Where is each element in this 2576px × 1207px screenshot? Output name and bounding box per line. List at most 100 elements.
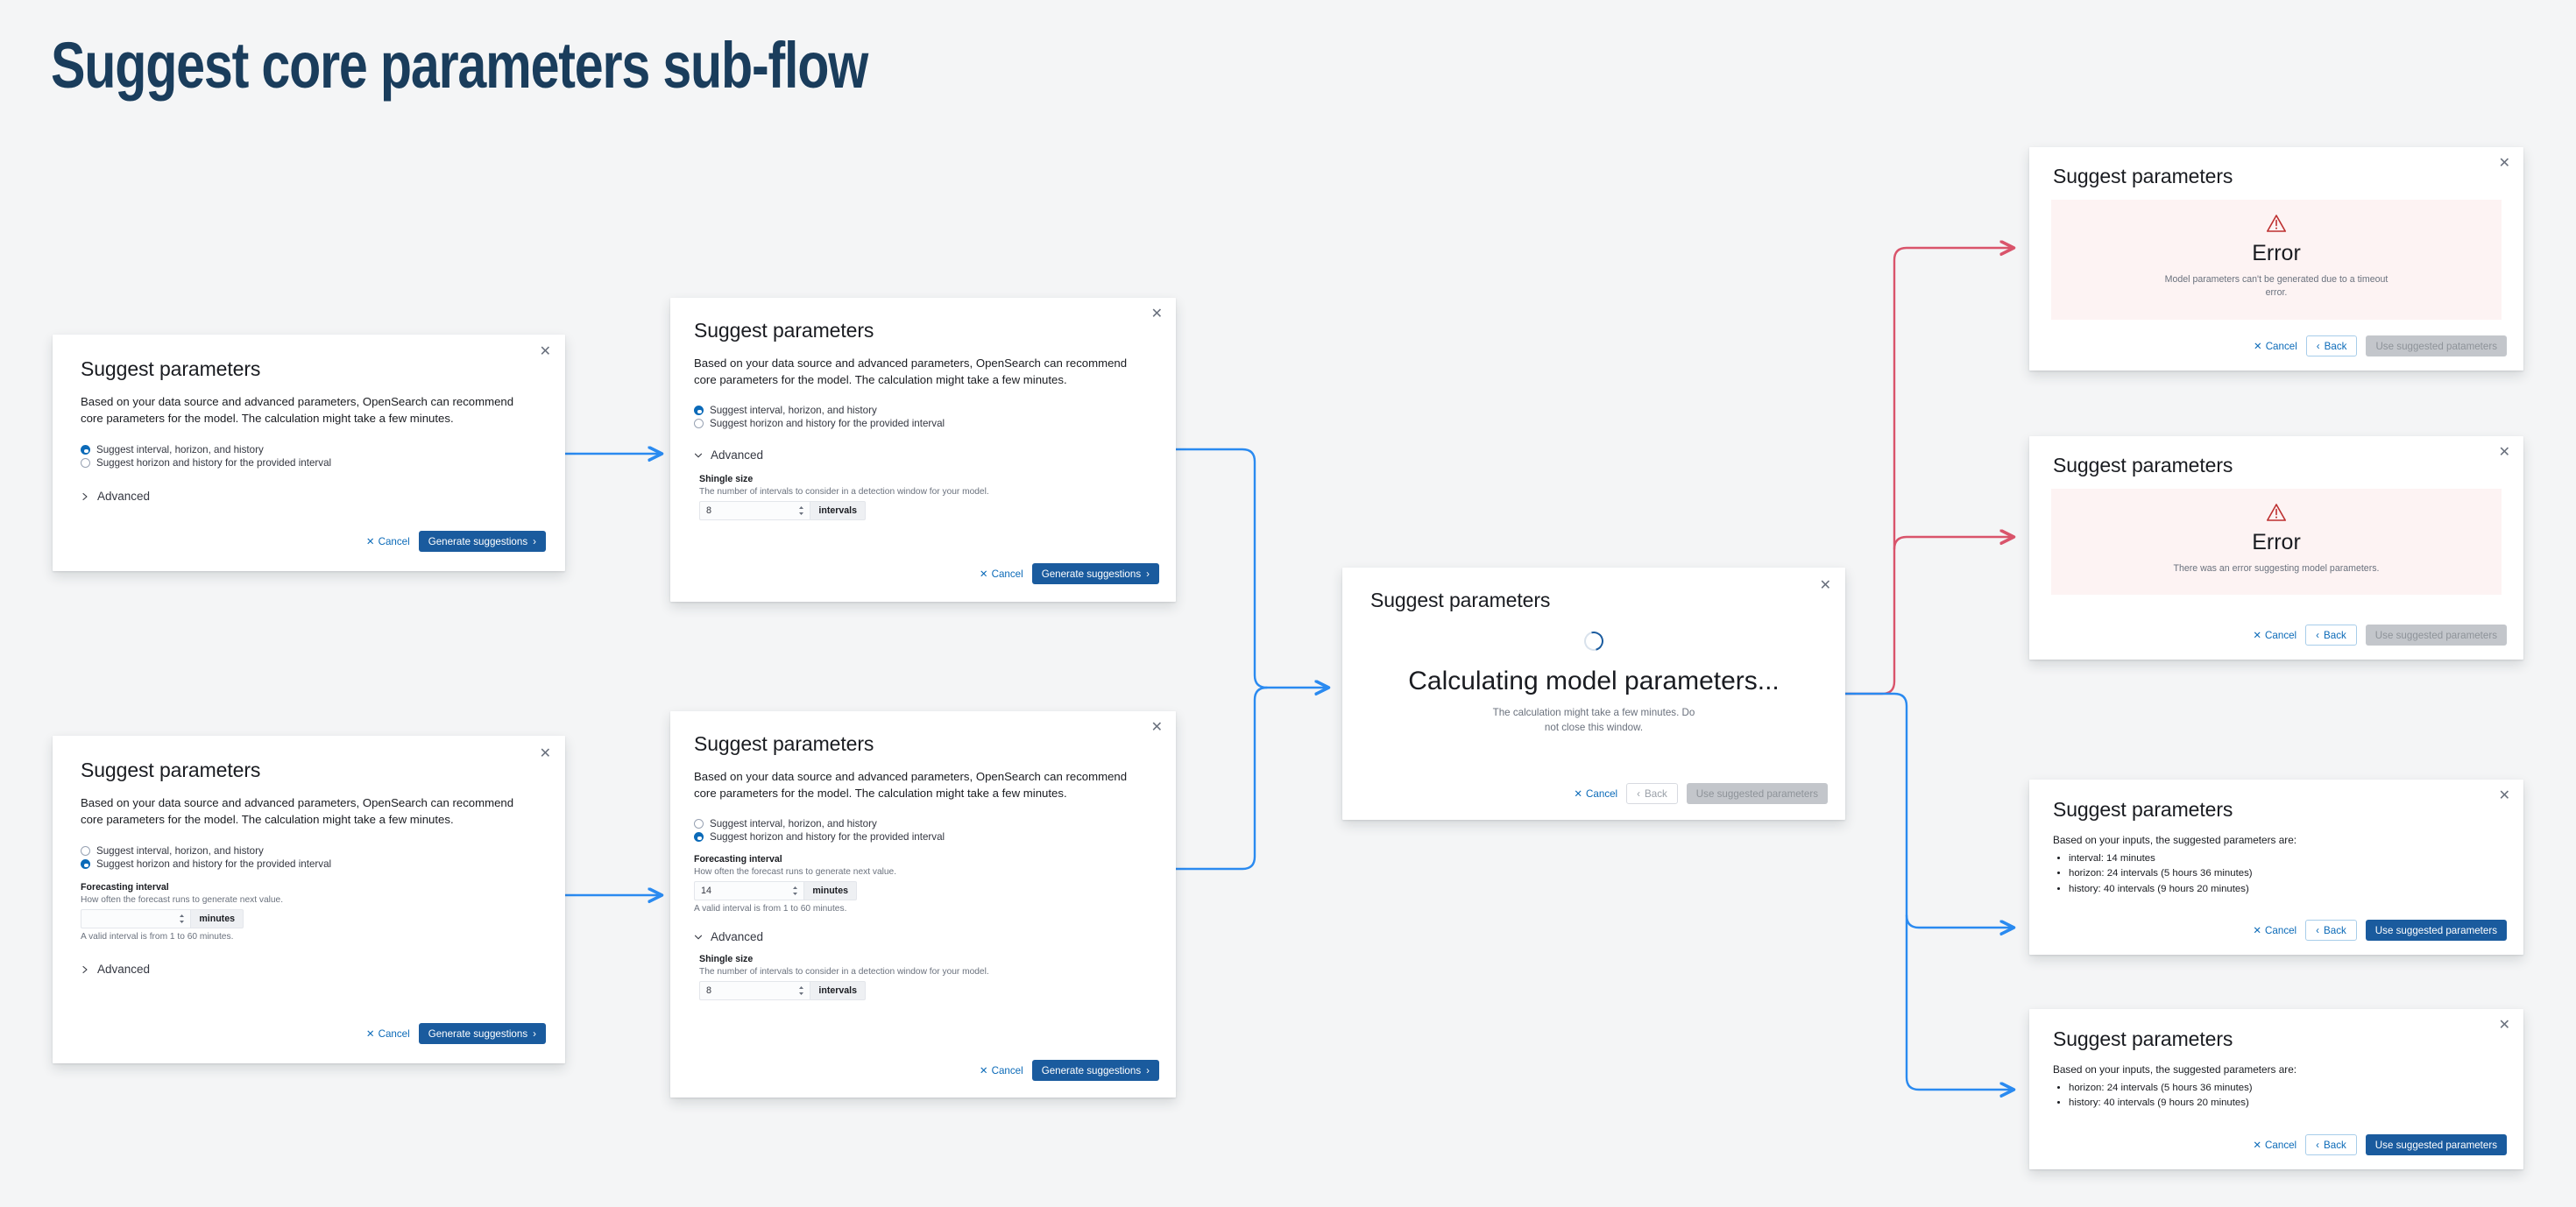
use-suggested-parameters-button[interactable]: Use suggested parameters	[2365, 1134, 2507, 1155]
shingle-size-label: Shingle size	[699, 474, 754, 485]
dialog-description: Based on your data source and advanced p…	[81, 395, 514, 425]
generate-suggestions-button[interactable]: Generate suggestions ›	[418, 531, 546, 552]
radio-label: Suggest horizon and history for the prov…	[96, 457, 332, 469]
radio-option-horizon-history-provided[interactable]: Suggest horizon and history for the prov…	[694, 418, 1151, 429]
use-suggested-label: Use suggested patameters	[2375, 340, 2497, 352]
generate-label: Generate suggestions	[428, 1027, 528, 1040]
suggest-parameters-step2-card: ✕ Suggest parameters Based on your data …	[670, 298, 1176, 602]
cancel-button[interactable]: ✕ Cancel	[365, 1027, 410, 1041]
list-item: history: 40 intervals (9 hours 20 minute…	[2069, 882, 2499, 898]
forecasting-interval-input[interactable]: 14	[694, 881, 804, 901]
radio-icon-selected	[81, 445, 90, 455]
chevron-left-icon: ‹	[2316, 629, 2320, 641]
close-icon[interactable]: ✕	[539, 344, 551, 359]
close-icon: ✕	[2253, 341, 2262, 352]
cancel-button[interactable]: ✕ Cancel	[2253, 340, 2297, 353]
stepper-updown-icon[interactable]	[179, 914, 185, 924]
list-item: horizon: 24 intervals (5 hours 36 minute…	[2069, 1081, 2499, 1097]
radio-icon-selected	[694, 406, 704, 416]
close-icon[interactable]: ✕	[539, 746, 551, 761]
close-icon: ✕	[365, 1028, 375, 1040]
shingle-size-help: The number of intervals to consider in a…	[699, 487, 989, 498]
radio-label: Suggest interval, horizon, and history	[96, 444, 264, 456]
forecasting-interval-input[interactable]	[81, 909, 191, 929]
forecasting-interval-help: How often the forecast runs to generate …	[694, 867, 897, 878]
generate-suggestions-button[interactable]: Generate suggestions ›	[1031, 563, 1159, 584]
radio-label: Suggest interval, horizon, and history	[96, 845, 264, 858]
radio-label: Suggest horizon and history for the prov…	[710, 418, 945, 430]
close-icon: ✕	[365, 536, 375, 547]
page-title: Suggest core parameters sub-flow	[51, 29, 868, 102]
dialog-title: Suggest parameters	[2053, 1027, 2233, 1050]
back-button[interactable]: ‹ Back	[2305, 1134, 2357, 1155]
chevron-right-icon	[82, 965, 88, 974]
cancel-label: Cancel	[2265, 1139, 2297, 1151]
close-icon: ✕	[979, 568, 988, 580]
back-label: Back	[2324, 629, 2346, 641]
cancel-button[interactable]: ✕ Cancel	[2253, 1139, 2297, 1152]
cancel-button[interactable]: ✕ Cancel	[979, 1064, 1023, 1077]
cancel-button[interactable]: ✕ Cancel	[1574, 787, 1617, 801]
use-suggested-label: Use suggested parameters	[2374, 1139, 2497, 1151]
loading-spinner-icon	[1580, 627, 1608, 655]
radio-option-horizon-history-provided[interactable]: Suggest horizon and history for the prov…	[81, 457, 539, 469]
stepper-updown-icon[interactable]	[798, 505, 804, 516]
suggest-parameters-step1-card: ✕ Suggest parameters Based on your data …	[53, 335, 565, 571]
back-button[interactable]: ‹ Back	[2305, 335, 2358, 356]
suggest-parameters-result-full-card: ✕ Suggest parameters Based on your input…	[2029, 780, 2523, 955]
close-icon[interactable]: ✕	[2498, 788, 2510, 803]
cancel-button[interactable]: ✕ Cancel	[2253, 629, 2296, 642]
suggest-parameters-error-timeout-card: ✕ Suggest parameters Error Model paramet…	[2029, 147, 2523, 371]
chevron-down-icon	[694, 453, 703, 458]
radio-option-interval-horizon-history[interactable]: Suggest interval, horizon, and history	[694, 818, 1151, 829]
forecasting-interval-hint: A valid interval is from 1 to 60 minutes…	[694, 904, 847, 914]
dialog-description: Based on your data source and advanced p…	[694, 770, 1128, 800]
close-icon: ✕	[979, 1065, 988, 1076]
error-panel: Error Model parameters can't be generate…	[2051, 200, 2502, 320]
use-suggested-label: Use suggested parameters	[2374, 629, 2497, 641]
back-button[interactable]: ‹ Back	[2305, 920, 2357, 941]
forecasting-interval-unit: minutes	[190, 909, 244, 929]
dialog-description: Based on your data source and advanced p…	[81, 796, 514, 826]
shingle-size-input[interactable]: 8	[699, 501, 810, 521]
close-icon[interactable]: ✕	[2498, 156, 2510, 171]
cancel-button[interactable]: ✕ Cancel	[2253, 924, 2296, 937]
chevron-right-icon: ›	[533, 535, 536, 547]
shingle-size-input[interactable]: 8	[699, 981, 810, 1001]
use-suggested-parameters-button: Use suggested patameters	[2366, 335, 2507, 356]
generate-suggestions-button[interactable]: Generate suggestions ›	[418, 1023, 546, 1044]
advanced-accordion-expanded[interactable]: Advanced	[694, 448, 1151, 462]
advanced-accordion-expanded[interactable]: Advanced	[694, 930, 1151, 943]
use-suggested-parameters-button: Use suggested parameters	[1686, 783, 1828, 804]
radio-option-horizon-history-provided[interactable]: Suggest horizon and history for the prov…	[694, 831, 1151, 843]
radio-option-horizon-history-provided[interactable]: Suggest horizon and history for the prov…	[81, 858, 539, 870]
back-button[interactable]: ‹ Back	[2305, 625, 2357, 646]
cancel-label: Cancel	[991, 1064, 1023, 1076]
close-icon[interactable]: ✕	[2498, 445, 2510, 460]
close-icon[interactable]: ✕	[1150, 307, 1163, 321]
cancel-button[interactable]: ✕ Cancel	[979, 568, 1023, 581]
radio-icon-selected	[694, 832, 704, 843]
stepper-updown-icon[interactable]	[792, 886, 798, 896]
generate-suggestions-button[interactable]: Generate suggestions ›	[1031, 1060, 1159, 1081]
cancel-button[interactable]: ✕ Cancel	[365, 535, 410, 548]
close-icon[interactable]: ✕	[1150, 720, 1163, 735]
cancel-label: Cancel	[2265, 340, 2297, 352]
radio-icon-unselected	[81, 846, 90, 857]
back-label: Back	[1645, 787, 1667, 800]
radio-option-interval-horizon-history[interactable]: Suggest interval, horizon, and history	[81, 444, 539, 455]
advanced-accordion-collapsed[interactable]: Advanced	[81, 963, 539, 976]
use-suggested-parameters-button[interactable]: Use suggested parameters	[2365, 920, 2507, 941]
dialog-title: Suggest parameters	[81, 759, 261, 781]
error-heading: Error	[2252, 241, 2301, 265]
stepper-updown-icon[interactable]	[798, 985, 804, 996]
radio-option-interval-horizon-history[interactable]: Suggest interval, horizon, and history	[81, 845, 539, 857]
close-icon[interactable]: ✕	[2498, 1018, 2510, 1033]
back-button[interactable]: ‹ Back	[1626, 783, 1678, 804]
radio-icon-unselected	[81, 458, 90, 469]
radio-option-interval-horizon-history[interactable]: Suggest interval, horizon, and history	[694, 405, 1151, 416]
advanced-accordion-collapsed[interactable]: Advanced	[81, 490, 539, 503]
close-icon[interactable]: ✕	[1819, 578, 1831, 593]
use-suggested-label: Use suggested parameters	[1695, 787, 1818, 800]
radio-label: Suggest interval, horizon, and history	[710, 405, 877, 417]
